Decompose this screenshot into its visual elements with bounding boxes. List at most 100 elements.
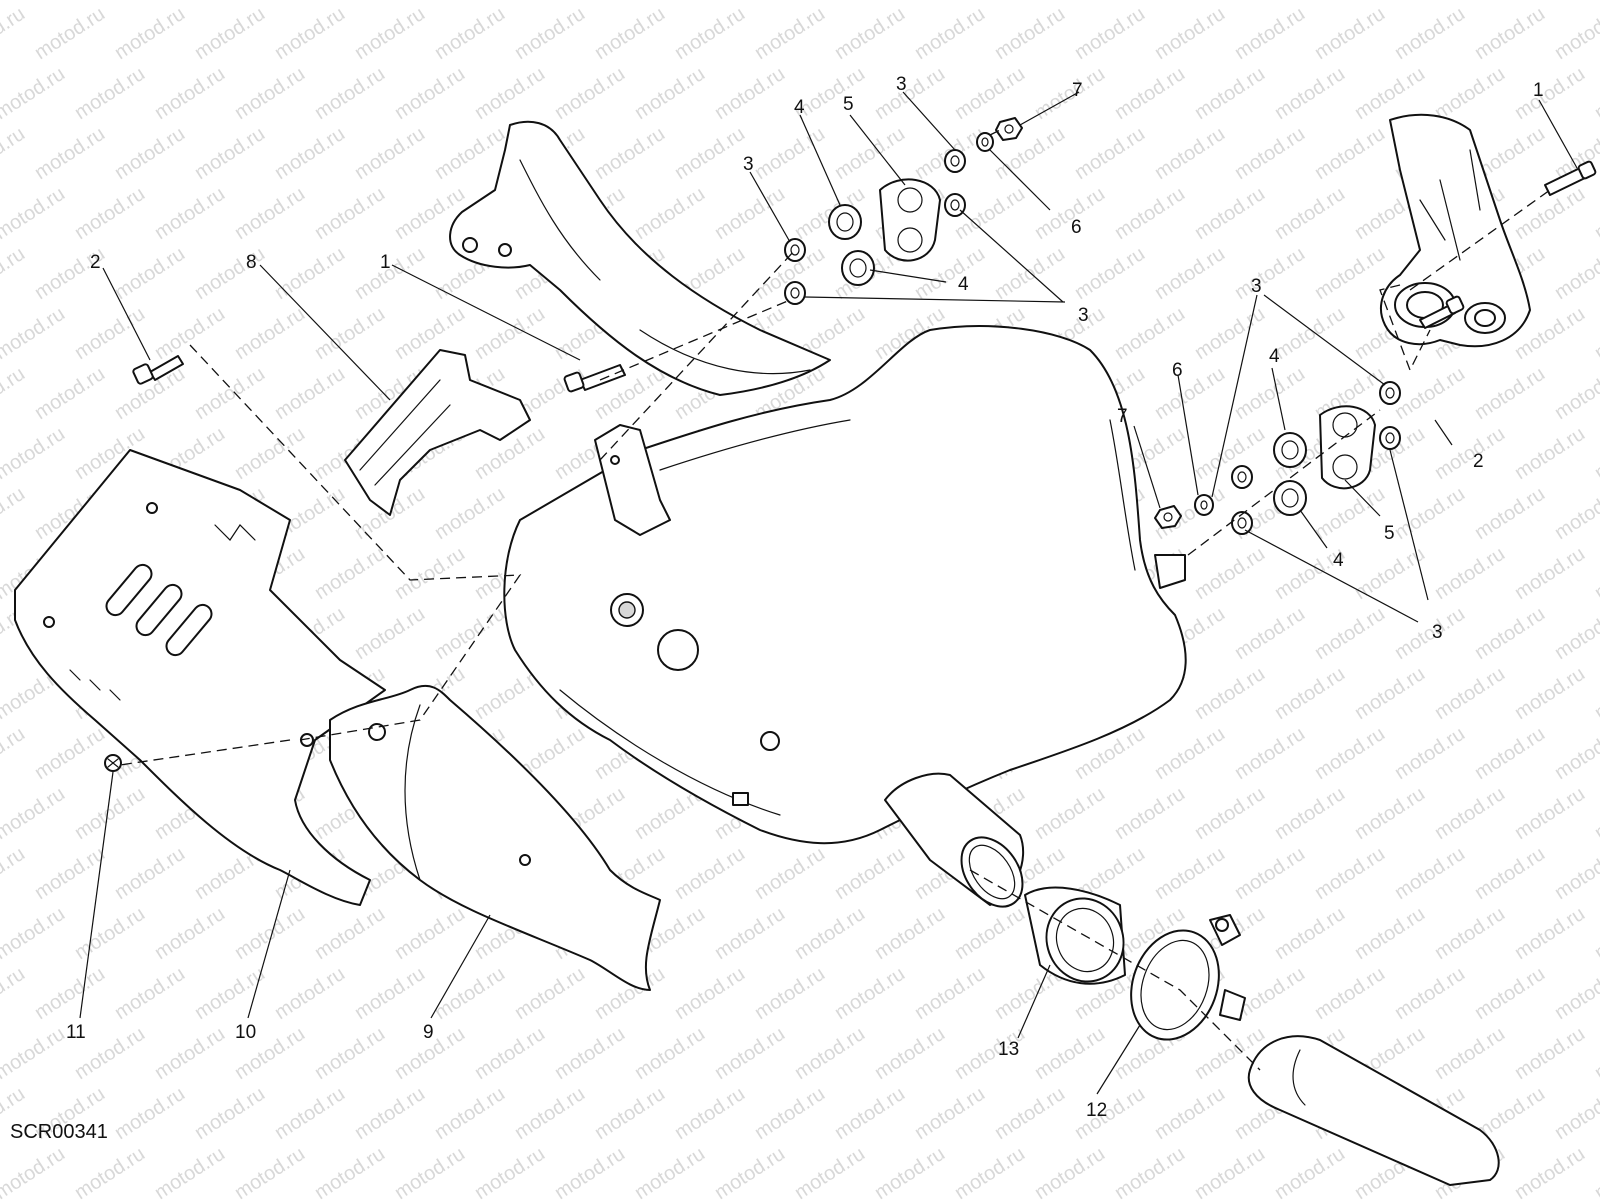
watermark-text: motod.ru <box>791 1143 869 1200</box>
watermark-text: motod.ru <box>271 363 349 424</box>
watermark-text: motod.ru <box>1231 963 1309 1024</box>
watermark-text: motod.ru <box>1111 0 1189 4</box>
watermark-text: motod.ru <box>511 3 589 64</box>
callout-10: 10 <box>235 1022 256 1043</box>
watermark-text: motod.ru <box>791 1023 869 1084</box>
watermark-text: motod.ru <box>991 1083 1069 1144</box>
callout-2: 2 <box>90 252 101 273</box>
watermark-text: motod.ru <box>71 0 149 4</box>
watermark-text: motod.ru <box>1591 1023 1600 1084</box>
watermark-text: motod.ru <box>1511 423 1589 484</box>
watermark-text: motod.ru <box>1271 903 1349 964</box>
watermark-text: motod.ru <box>31 843 109 904</box>
watermark-text: motod.ru <box>1511 1023 1589 1084</box>
watermark-text: motod.ru <box>591 123 669 184</box>
watermark-text: motod.ru <box>591 3 669 64</box>
watermark-text: motod.ru <box>111 243 189 304</box>
watermark-text: motod.ru <box>1271 663 1349 724</box>
watermark-text: motod.ru <box>631 1023 709 1084</box>
watermark-text: motod.ru <box>351 963 429 1024</box>
watermark-text: motod.ru <box>1591 183 1600 244</box>
watermark-text: motod.ru <box>1151 243 1229 304</box>
watermark-text: motod.ru <box>791 903 869 964</box>
watermark-text: motod.ru <box>0 123 29 184</box>
watermark-text: motod.ru <box>191 363 269 424</box>
watermark-text: motod.ru <box>0 63 69 124</box>
watermark-text: motod.ru <box>1191 303 1269 364</box>
watermark-text: motod.ru <box>1311 243 1389 304</box>
watermark-text: motod.ru <box>671 1083 749 1144</box>
watermark-text: motod.ru <box>1591 543 1600 604</box>
watermark-text: motod.ru <box>0 1143 69 1200</box>
callout-13: 13 <box>998 1039 1019 1060</box>
watermark-text: motod.ru <box>231 423 309 484</box>
watermark-text: motod.ru <box>551 1023 629 1084</box>
watermark-text: motod.ru <box>271 123 349 184</box>
watermark-text: motod.ru <box>511 963 589 1024</box>
bolt-2-left <box>132 355 184 385</box>
watermark-text: motod.ru <box>1431 1023 1509 1084</box>
watermark-text: motod.ru <box>1031 63 1109 124</box>
watermark-text: motod.ru <box>1111 303 1189 364</box>
watermark-text: motod.ru <box>71 63 149 124</box>
watermark-text: motod.ru <box>191 123 269 184</box>
nut-7-right <box>1154 505 1182 529</box>
screw-11 <box>104 754 122 772</box>
heat-guard-small <box>329 684 661 991</box>
watermark-text: motod.ru <box>1231 363 1309 424</box>
watermark-text: motod.ru <box>1231 243 1309 304</box>
callout-1: 1 <box>380 252 391 273</box>
watermark-text: motod.ru <box>1551 483 1600 544</box>
watermark-text: motod.ru <box>1151 723 1229 784</box>
watermark-text: motod.ru <box>271 3 349 64</box>
watermark-text: motod.ru <box>1551 243 1600 304</box>
watermark-text: motod.ru <box>991 3 1069 64</box>
watermark-text: motod.ru <box>1511 63 1589 124</box>
callout-8: 8 <box>246 252 257 273</box>
leader-lines <box>79 91 1578 1095</box>
watermark-text: motod.ru <box>0 0 69 4</box>
watermark-text: motod.ru <box>0 1023 69 1084</box>
callout-6: 6 <box>1172 360 1183 381</box>
watermark-text: motod.ru <box>311 63 389 124</box>
watermark-text: motod.ru <box>231 1143 309 1200</box>
watermark-text: motod.ru <box>0 183 69 244</box>
watermark-text: motod.ru <box>311 903 389 964</box>
watermark-text: motod.ru <box>391 543 469 604</box>
watermark-text: motod.ru <box>1551 723 1600 784</box>
watermark-text: motod.ru <box>751 963 829 1024</box>
callout-4: 4 <box>958 274 969 295</box>
watermark-text: motod.ru <box>871 1143 949 1200</box>
watermark-text: motod.ru <box>0 723 29 784</box>
watermark-text: motod.ru <box>1351 663 1429 724</box>
watermark-text: motod.ru <box>0 783 69 844</box>
watermark-text: motod.ru <box>351 603 429 664</box>
watermark-text: motod.ru <box>831 963 909 1024</box>
watermark-text: motod.ru <box>1511 1143 1589 1200</box>
watermark-text: motod.ru <box>1151 363 1229 424</box>
watermark-text: motod.ru <box>1511 663 1589 724</box>
drawing-code: SCR00341 <box>10 1121 108 1143</box>
callout-3: 3 <box>1251 276 1262 297</box>
watermark-text: motod.ru <box>1471 3 1549 64</box>
watermark-text: motod.ru <box>1151 843 1229 904</box>
watermark-text: motod.ru <box>1591 423 1600 484</box>
watermark-text: motod.ru <box>71 1143 149 1200</box>
watermark-text: motod.ru <box>1151 3 1229 64</box>
watermark-text: motod.ru <box>1431 663 1509 724</box>
watermark-text: motod.ru <box>351 3 429 64</box>
watermark-text: motod.ru <box>0 3 29 64</box>
watermark-text: motod.ru <box>1191 423 1269 484</box>
watermark-text: motod.ru <box>1591 0 1600 4</box>
watermark-text: motod.ru <box>1551 3 1600 64</box>
watermark-text: motod.ru <box>271 1083 349 1144</box>
watermark-text: motod.ru <box>1391 483 1469 544</box>
watermark-text: motod.ru <box>1311 603 1389 664</box>
watermark-text: motod.ru <box>1431 0 1509 4</box>
exhaust-clamp <box>1130 914 1246 1041</box>
watermark-text: motod.ru <box>1071 3 1149 64</box>
watermark-text: motod.ru <box>0 423 69 484</box>
watermark-text: motod.ru <box>1311 843 1389 904</box>
watermark-text: motod.ru <box>191 963 269 1024</box>
watermark-text: motod.ru <box>671 963 749 1024</box>
